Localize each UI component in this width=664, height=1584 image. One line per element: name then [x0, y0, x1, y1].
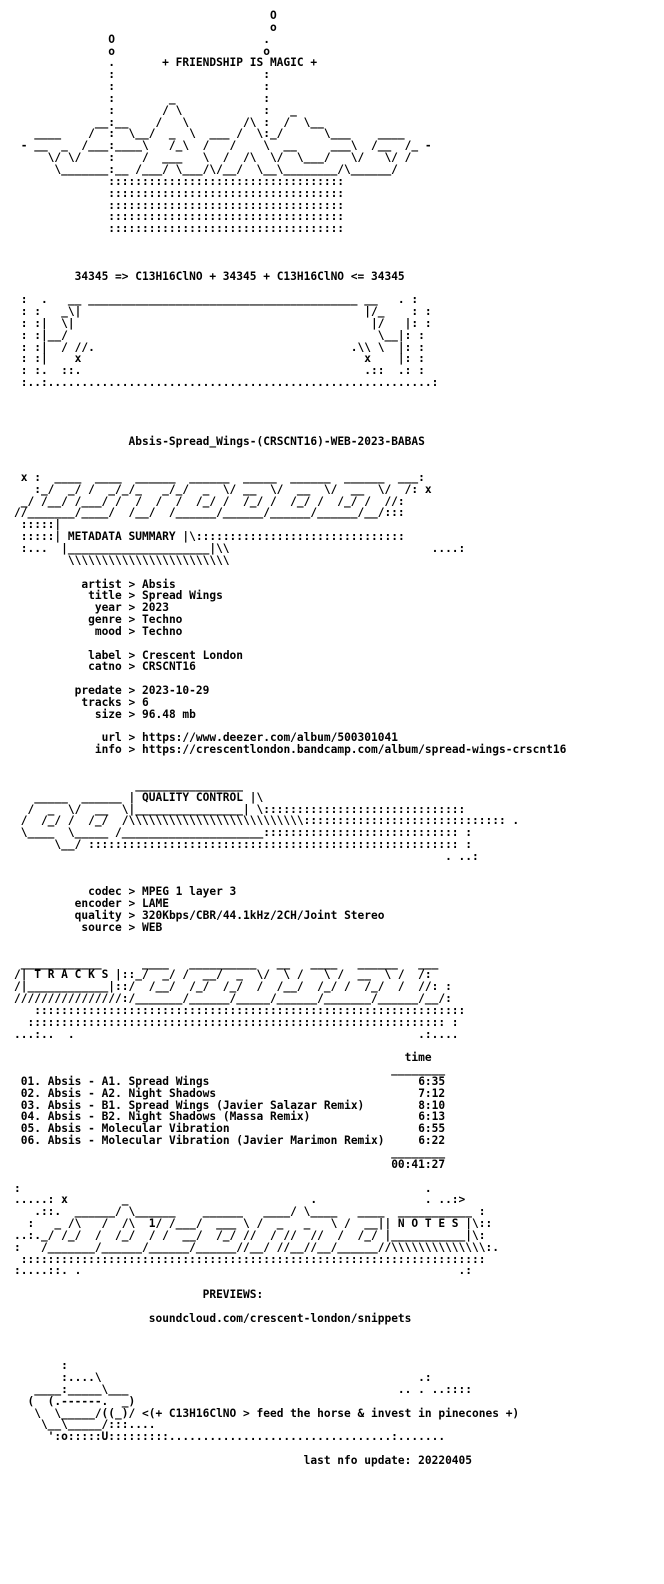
quality-value: 320Kbps/CBR/44.1kHz/2CH/Joint Stereo: [142, 909, 385, 923]
track-number: 06.: [20, 1134, 41, 1148]
tracks-section-title: T R A C K S: [34, 968, 109, 982]
metadata-label: size: [94, 707, 122, 721]
metadata-label: mood: [94, 624, 122, 638]
previews-label: PREVIEWS:: [202, 1288, 264, 1302]
header-art-bottom: : . __ _________________________________…: [20, 293, 439, 390]
quality-label: source: [81, 920, 122, 934]
track-name: Absis - B2. Night Shadows (Massa Remix): [47, 1110, 311, 1124]
metadata-row: size > 96.48 mb: [94, 707, 196, 721]
last-update: last nfo update: 20220405: [303, 1453, 473, 1467]
quality-row: encoder > LAME: [74, 897, 169, 911]
quality-section-title: QUALITY CONTROL: [141, 790, 244, 804]
metadata-value[interactable]: https://crescentlondon.bandcamp.com/albu…: [142, 743, 567, 757]
metadata-label: title: [88, 589, 122, 603]
track-row: 01. Absis - A1. Spread Wings 6:35: [14, 1076, 654, 1088]
metadata-row: mood > Techno: [94, 624, 183, 638]
equation: 34345 => C13H16ClNO + 34345 + C13H16ClNO…: [74, 269, 405, 283]
track-time: 6:22: [418, 1134, 446, 1148]
track-name: Absis - Molecular Vibration: [47, 1122, 230, 1136]
metadata-label: label: [88, 648, 122, 662]
quality-list: codec > MPEG 1 layer 3 encoder > LAME qu…: [14, 886, 654, 933]
metadata-banner-art: x : ____ ____ ______ ______ _____ ______…: [14, 470, 432, 532]
track-row: 03. Absis - B1. Spread Wings (Javier Sal…: [14, 1098, 654, 1112]
metadata-row: title > Spread Wings: [88, 589, 223, 603]
quality-value: MPEG 1 layer 3: [142, 885, 237, 899]
track-number: 02.: [20, 1086, 41, 1100]
metadata-label: catno: [88, 660, 122, 674]
metadata-value: Spread Wings: [142, 589, 223, 603]
quality-row: source > WEB: [81, 920, 163, 934]
track-row: 02. Absis - A2. Night Shadows 7:12: [14, 1086, 654, 1100]
quality-label: encoder: [74, 897, 122, 911]
track-number: 04.: [20, 1110, 41, 1124]
track-number: 05.: [20, 1122, 41, 1136]
metadata-row: catno > CRSCNT16: [88, 660, 196, 674]
time-header: time: [404, 1051, 432, 1065]
quality-row: codec > MPEG 1 layer 3: [88, 885, 237, 899]
header-art: O o O . o o . + FRIENDSHIP IS MAGIC + :: [20, 10, 432, 236]
metadata-value[interactable]: https://www.deezer.com/album/500301041: [142, 731, 398, 745]
quality-value: WEB: [142, 920, 163, 934]
previews-url: soundcloud.com/crescent-london/snippets: [148, 1311, 412, 1325]
quality-label: quality: [74, 909, 122, 923]
track-row: 06. Absis - Molecular Vibration (Javier …: [14, 1135, 654, 1147]
track-name: Absis - A2. Night Shadows: [47, 1086, 217, 1100]
track-time: 7:12: [418, 1086, 446, 1100]
metadata-label: genre: [88, 613, 122, 627]
metadata-value: Crescent London: [142, 648, 244, 662]
metadata-list: artist > Absis title > Spread Wings year…: [14, 577, 654, 757]
track-time: 8:10: [418, 1098, 446, 1112]
track-time: 6:35: [418, 1074, 446, 1088]
track-time: 6:55: [418, 1122, 446, 1136]
metadata-value: 2023: [142, 601, 169, 615]
track-row: 05. Absis - Molecular Vibration 6:55: [14, 1123, 654, 1135]
metadata-row: url > https://www.deezer.com/album/50030…: [101, 731, 398, 745]
track-time: 6:13: [418, 1110, 446, 1124]
track-name: Absis - Molecular Vibration (Javier Mari…: [47, 1134, 385, 1148]
metadata-row: info > https://crescentlondon.bandcamp.c…: [94, 743, 567, 757]
metadata-label: tracks: [81, 695, 122, 709]
quality-label: codec: [88, 885, 122, 899]
track-name: Absis - A1. Spread Wings: [47, 1074, 210, 1088]
nfo-document: O o O . o o . + FRIENDSHIP IS MAGIC + :: [14, 10, 654, 1467]
metadata-value: Techno: [142, 624, 183, 638]
metadata-value: Absis: [142, 577, 176, 591]
quality-value: LAME: [142, 897, 169, 911]
metadata-value: Techno: [142, 613, 183, 627]
release-name: Absis-Spread_Wings-(CRSCNT16)-WEB-2023-B…: [128, 435, 425, 449]
track-list: 01. Absis - A1. Spread Wings 6:35 02. Ab…: [14, 1076, 654, 1147]
track-number: 03.: [20, 1098, 41, 1112]
metadata-value: 96.48 mb: [142, 707, 196, 721]
metadata-label: info: [94, 743, 122, 757]
metadata-row: artist > Absis: [81, 577, 176, 591]
track-name: Absis - B1. Spread Wings (Javier Salazar…: [47, 1098, 365, 1112]
total-time: 00:41:27: [391, 1157, 446, 1171]
metadata-row: genre > Techno: [88, 613, 183, 627]
metadata-value: CRSCNT16: [142, 660, 196, 674]
quality-row: quality > 320Kbps/CBR/44.1kHz/2CH/Joint …: [74, 909, 385, 923]
metadata-label: artist: [81, 577, 122, 591]
metadata-row: tracks > 6: [81, 695, 149, 709]
metadata-label: url: [101, 731, 122, 745]
metadata-value: 2023-10-29: [142, 684, 210, 698]
footer-tagline: <(+ C13H16ClNO > feed the horse & invest…: [141, 1406, 520, 1420]
notes-section-title: N O T E S: [397, 1217, 459, 1231]
metadata-label: predate: [74, 684, 122, 698]
metadata-row: label > Crescent London: [88, 648, 244, 662]
metadata-section-title: METADATA SUMMARY: [67, 530, 176, 544]
track-number: 01.: [20, 1074, 41, 1088]
metadata-row: year > 2023: [94, 601, 169, 615]
track-row: 04. Absis - B2. Night Shadows (Massa Rem…: [14, 1111, 654, 1123]
metadata-value: 6: [142, 695, 149, 709]
metadata-label: year: [94, 601, 122, 615]
metadata-row: predate > 2023-10-29: [74, 684, 210, 698]
